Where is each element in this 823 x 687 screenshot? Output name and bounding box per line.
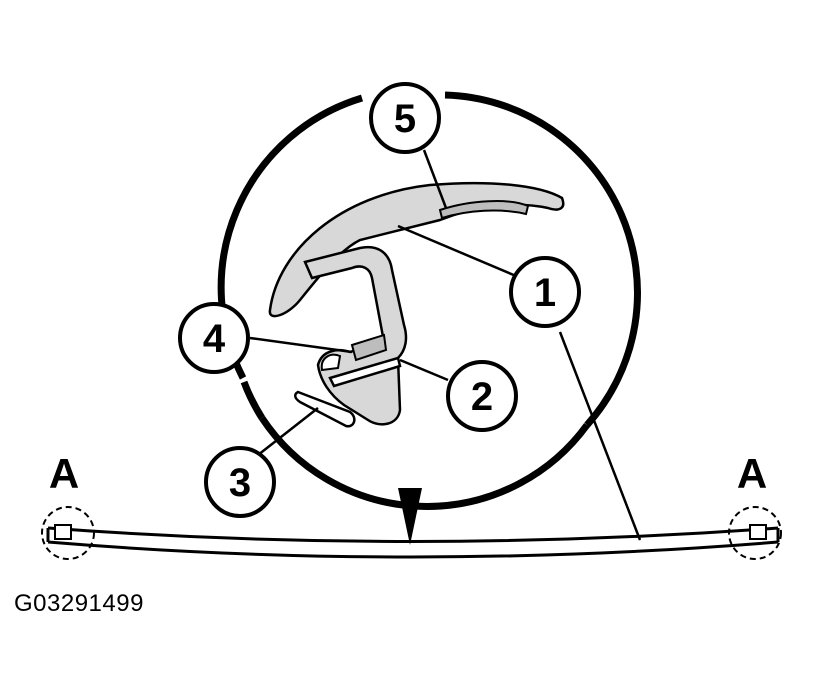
callout-1: 1: [509, 256, 581, 328]
section-detail-right: [728, 506, 782, 560]
leader-line-4: [249, 336, 353, 354]
leader-line-3: [257, 407, 319, 456]
section-detail-left: [41, 506, 95, 560]
callout-1-label: 1: [534, 271, 556, 315]
leader-line-1-strip: [558, 331, 642, 541]
figure-id: G03291499: [14, 590, 144, 617]
callout-2-label: 2: [471, 375, 493, 419]
callout-2: 2: [446, 360, 518, 432]
leader-line-5: [422, 149, 448, 209]
callout-5: 5: [369, 82, 441, 154]
leader-lines: [249, 149, 642, 541]
callout-4: 4: [178, 302, 250, 374]
leader-line-2: [399, 358, 449, 382]
callout-5-label: 5: [394, 97, 416, 141]
trim-strip: [46, 526, 780, 559]
section-letter-left: A: [49, 450, 79, 497]
callout-3: 3: [204, 446, 276, 518]
trim-clip: [268, 181, 565, 428]
callout-3-label: 3: [229, 461, 251, 505]
callout-4-label: 4: [203, 317, 226, 361]
leader-line-1: [397, 224, 517, 278]
section-letter-right: A: [737, 450, 767, 497]
detail-pointer-arrow: [398, 488, 422, 545]
